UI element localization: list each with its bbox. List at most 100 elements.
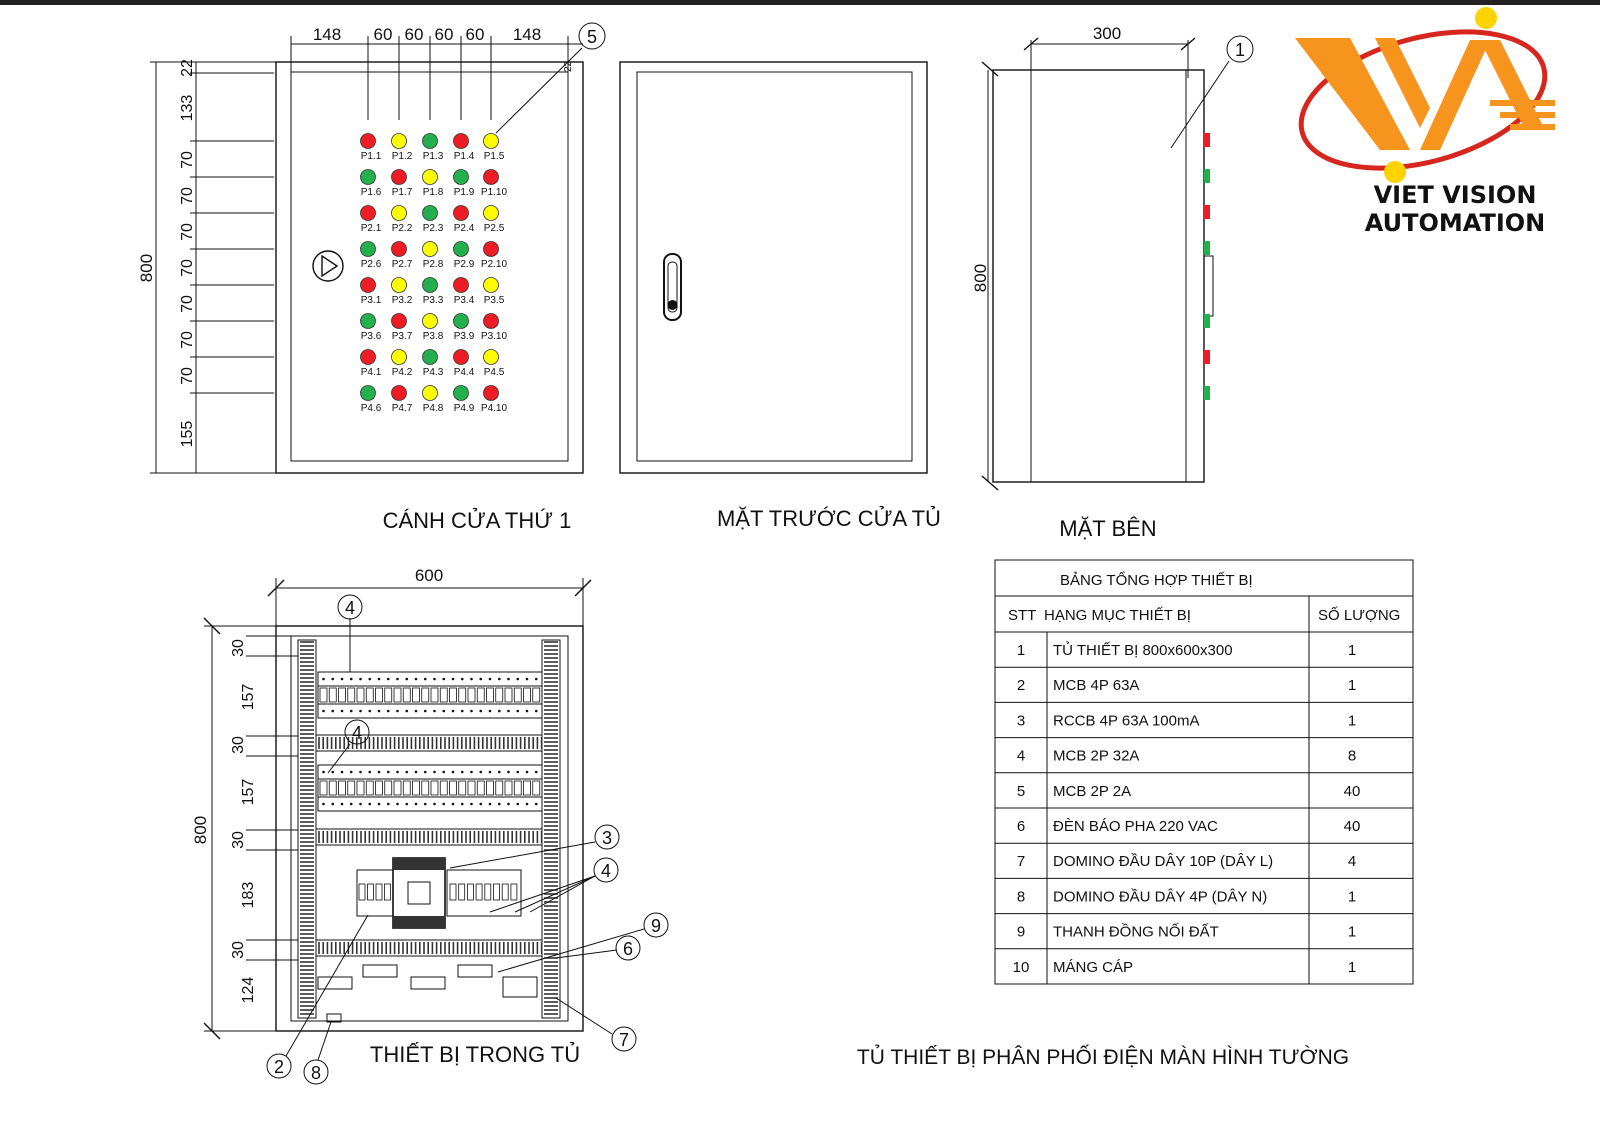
callout-7-label: 7 xyxy=(619,1030,629,1050)
table-cell-qty: 40 xyxy=(1344,818,1361,835)
mcb-rows xyxy=(317,671,543,812)
door-handle-grip xyxy=(667,261,678,313)
mcb-terminal xyxy=(525,709,529,713)
inside-panel xyxy=(290,635,569,1022)
inside-dim-30-3: 30 xyxy=(230,831,247,849)
mcb-terminal xyxy=(414,709,418,713)
mcb-terminal xyxy=(507,677,510,681)
mcb-terminal xyxy=(386,677,390,681)
mcb-terminal xyxy=(396,802,399,806)
callout-6-circle xyxy=(615,935,641,961)
table-cell-stt: 3 xyxy=(1017,712,1025,729)
pilot-lamp-label: P2.9 xyxy=(454,259,475,270)
mcb-pole xyxy=(393,780,402,796)
logo-ellipse xyxy=(1298,29,1548,171)
mcb-terminal xyxy=(460,709,464,713)
pilot-lamp-icon xyxy=(422,205,438,221)
pilot-lamp-label: P3.10 xyxy=(481,331,508,342)
callout-4c-label: 4 xyxy=(601,861,611,881)
table-header-item: HẠNG MỤC THIẾT BỊ xyxy=(1044,607,1191,624)
pilot-lamp-icon xyxy=(360,133,376,149)
side-lamp-indicator xyxy=(1204,350,1210,364)
inside-view: 600 800 30 157 30 157 30 183 30 124 xyxy=(191,566,669,1085)
mcb-terminal xyxy=(386,770,390,774)
callout-1-label: 1 xyxy=(1235,40,1245,60)
main-mcb-poles xyxy=(358,883,518,901)
pilot-lamp-label: P4.6 xyxy=(361,403,382,414)
door-1-dim-70-5: 70 xyxy=(179,295,196,313)
mcb-terminal xyxy=(479,802,483,806)
mcb-terminal xyxy=(534,770,538,774)
mcb-pole xyxy=(430,780,439,796)
mccb-top-band xyxy=(393,858,445,870)
pilot-lamp-label: P2.6 xyxy=(361,259,382,270)
pilot-lamp-label: P1.5 xyxy=(484,151,505,162)
mcb-terminal xyxy=(497,709,501,713)
logo-dot-top xyxy=(1475,7,1497,29)
main-breaker-assembly xyxy=(356,857,522,929)
pilot-lamp-label: P3.2 xyxy=(392,295,413,306)
pilot-lamp-label: P3.8 xyxy=(423,331,444,342)
mcb-terminal xyxy=(470,709,473,713)
mcb-pole xyxy=(495,687,504,703)
mcb-terminal xyxy=(322,709,325,713)
door-1-dim-70-4: 70 xyxy=(179,259,196,277)
pilot-lamp-label: P2.8 xyxy=(423,259,444,270)
mcb-pole xyxy=(402,780,411,796)
mcb-terminal xyxy=(433,677,436,681)
side-lamp-indicator xyxy=(1204,314,1210,328)
mcb-pole xyxy=(421,687,430,703)
side-lamp-indicator xyxy=(1204,133,1210,147)
mcb-terminal xyxy=(349,770,353,774)
branch-mcb-pole xyxy=(466,883,474,901)
table-cell-item: DOMINO ĐẦU DÂY 4P (DÂY N) xyxy=(1053,888,1267,905)
callout-4a-circle xyxy=(337,594,363,620)
table-cell-qty: 1 xyxy=(1348,712,1356,729)
door-1-dim-60-c: 60 xyxy=(435,25,454,44)
pilot-lamp-label: P4.4 xyxy=(454,367,475,378)
table-cell-item: MCB 2P 2A xyxy=(1053,783,1131,800)
pilot-lamp-label: P4.10 xyxy=(481,403,508,414)
mcb-terminal xyxy=(507,770,510,774)
side-outer xyxy=(992,69,1205,483)
mcb-terminal xyxy=(414,677,418,681)
pilot-lamp-label: P1.6 xyxy=(361,187,382,198)
door-1-dim-148-right: 148 xyxy=(513,25,541,44)
mcb-terminal xyxy=(433,802,436,806)
mcb-terminal xyxy=(359,770,362,774)
table-cell-qty: 1 xyxy=(1348,642,1356,659)
inside-dim-30-4: 30 xyxy=(230,941,247,959)
table-cell-stt: 9 xyxy=(1017,924,1025,941)
pilot-lamp-icon xyxy=(360,169,376,185)
pilot-lamp-label: P2.3 xyxy=(423,223,444,234)
pilot-lamp-icon xyxy=(391,277,407,293)
door-1-lock-arrow-icon xyxy=(321,254,339,278)
mcb-terminal xyxy=(442,770,446,774)
mcb-terminal xyxy=(433,770,436,774)
mcb-terminal xyxy=(322,770,325,774)
mcb-terminal xyxy=(331,770,335,774)
mcb-terminal xyxy=(349,709,353,713)
mcb-pole xyxy=(430,687,439,703)
earth-bar xyxy=(326,1013,342,1023)
rccb-pole xyxy=(358,883,366,901)
door-handle-icon xyxy=(663,253,682,321)
table-header-qty: SỐ LƯỢNG xyxy=(1318,606,1400,624)
mcb-pole xyxy=(356,780,365,796)
mcb-pole xyxy=(338,687,346,703)
pilot-lamp-icon xyxy=(391,349,407,365)
mcb-pole xyxy=(486,780,494,796)
mcb-pole xyxy=(439,687,448,703)
pilot-lamp-icon xyxy=(422,241,438,257)
pilot-lamp-icon xyxy=(483,277,499,293)
callout-8-label: 8 xyxy=(311,1063,321,1083)
mcb-terminal xyxy=(405,677,409,681)
inside-dim-157-1: 157 xyxy=(240,684,257,711)
mcb-pole xyxy=(449,780,457,796)
mcb-terminal xyxy=(423,770,427,774)
callout-4c-leader-2 xyxy=(514,875,596,913)
mcb-pole xyxy=(467,687,476,703)
logo-a-right xyxy=(1480,40,1545,130)
callout-6-label: 6 xyxy=(623,939,633,959)
